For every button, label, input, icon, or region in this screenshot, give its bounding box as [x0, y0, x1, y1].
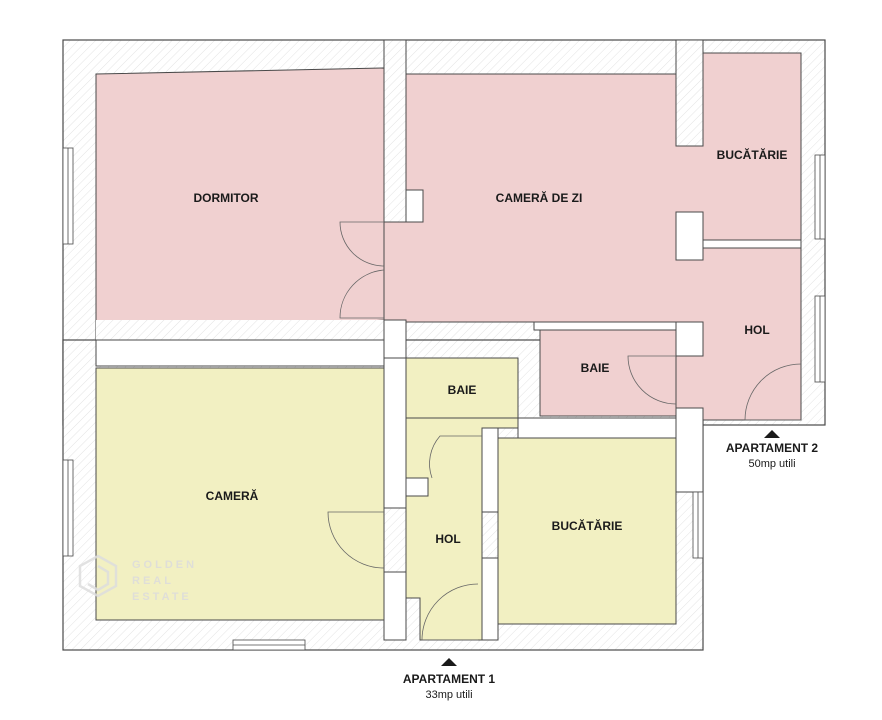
label-baie-ap2: BAIE — [581, 361, 610, 375]
apartment-2-area: 50mp utili — [748, 458, 795, 470]
apartment-2-marker: APARTAMENT 2 50mp utili — [726, 430, 819, 470]
apartment-2-area — [95, 39, 802, 493]
label-baie-ap1: BAIE — [448, 383, 477, 397]
wall-segment — [675, 39, 704, 147]
wall-segment — [95, 339, 385, 367]
apartment-2-name: APARTAMENT 2 — [726, 441, 819, 455]
golden-real-estate-watermark: GOLDEN REAL ESTATE — [78, 554, 197, 603]
wall-segment — [675, 211, 704, 261]
logo-icon — [78, 554, 118, 598]
wall-segment — [702, 239, 802, 249]
wall-segment — [533, 321, 677, 331]
room-baie-ap2 — [539, 329, 677, 417]
label-hol-ap1: HOL — [435, 532, 460, 546]
wall-segment — [481, 557, 499, 641]
windows — [62, 147, 826, 651]
apartment-1-name: APARTAMENT 1 — [403, 672, 496, 686]
room-camera — [95, 367, 385, 621]
watermark-line-1: GOLDEN — [132, 559, 197, 571]
wall-segment — [405, 189, 424, 223]
label-bucatarie-ap2: BUCĂTĂRIE — [717, 147, 788, 162]
apartment-1-area — [95, 357, 677, 641]
label-camera: CAMERĂ — [206, 488, 259, 503]
watermark-line-3: ESTATE — [132, 591, 192, 603]
wall-segment — [675, 407, 704, 493]
wall-segment — [405, 477, 429, 497]
label-camera-de-zi: CAMERĂ DE ZI — [496, 190, 583, 205]
apartment-1-marker: APARTAMENT 1 33mp utili — [403, 658, 496, 701]
wall-segment — [481, 427, 499, 513]
entrance-arrow-icon — [764, 430, 780, 438]
entrance-arrow-icon — [441, 658, 457, 666]
room-bucatarie-ap1 — [497, 437, 677, 625]
room-baie-ap1 — [405, 357, 519, 419]
apartment-1-area: 33mp utili — [425, 689, 472, 701]
label-hol-ap2: HOL — [744, 323, 769, 337]
watermark-line-2: REAL — [132, 575, 174, 587]
wall-segment — [383, 319, 407, 359]
room-labels: DORMITOR CAMERĂ DE ZI BUCĂTĂRIE HOL BAIE… — [193, 147, 787, 546]
wall-segment — [383, 571, 407, 641]
door-swings — [327, 221, 802, 641]
label-dormitor: DORMITOR — [193, 191, 258, 205]
wall-segment — [517, 417, 677, 439]
wall-segment — [675, 321, 704, 357]
label-bucatarie-ap1: BUCĂTĂRIE — [552, 518, 623, 533]
wall-segment — [383, 39, 407, 223]
wall-segment — [383, 357, 407, 509]
